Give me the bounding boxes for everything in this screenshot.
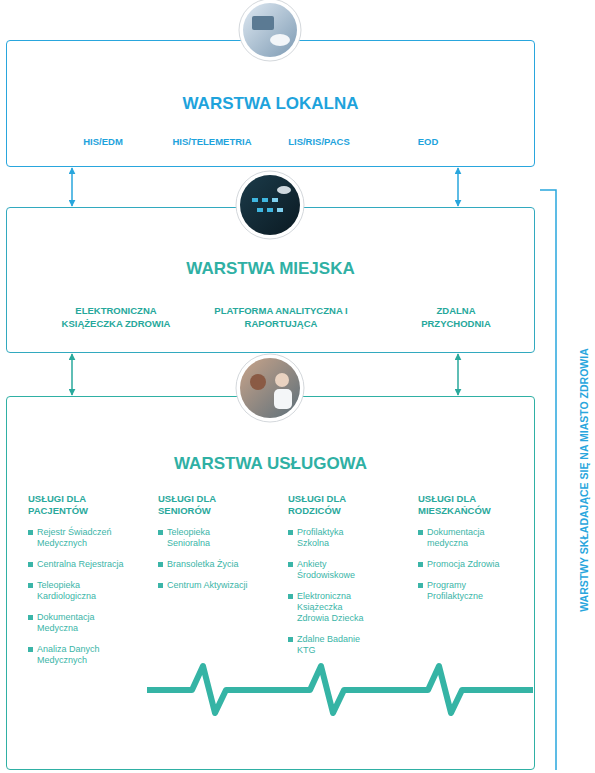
component-label: ZDALNA PRZYCHODNIA bbox=[411, 304, 501, 330]
column-header: USŁUGI DLA MIESZKAŃCÓW bbox=[418, 493, 513, 517]
layer-box: WARSTWA LOKALNA HIS/EDMHIS/TELEMETRIALIS/… bbox=[6, 40, 535, 167]
service-item: Analiza Danych Medycznych bbox=[28, 644, 126, 666]
layer-connector bbox=[71, 354, 73, 395]
layer-connector bbox=[457, 354, 459, 395]
photo-circle bbox=[239, 0, 301, 61]
service-item: Profilaktyka Szkolna bbox=[288, 527, 372, 549]
layer-connector bbox=[71, 168, 73, 206]
component-label: ELEKTRONICZNA KSIĄŻECZKA ZDROWIA bbox=[46, 304, 186, 330]
layer-title: WARSTWA USŁUGOWA bbox=[7, 453, 534, 475]
service-item: Zdalne Badanie KTG bbox=[288, 634, 372, 656]
layer-box: WARSTWA MIEJSKA ELEKTRONICZNA KSIĄŻECZKA … bbox=[6, 207, 535, 353]
service-item: Centralna Rejestracja bbox=[28, 559, 126, 570]
service-item: Bransoletka Życia bbox=[158, 559, 250, 570]
service-item: Rejestr Świadczeń Medycznych bbox=[28, 527, 126, 549]
component-label: PLATFORMA ANALITYCZNA I RAPORTUJĄCA bbox=[194, 304, 369, 330]
column-header: USŁUGI DLA PACJENTÓW bbox=[28, 493, 123, 517]
side-label: WARSTWY SKŁADAJĄCE SIĘ NA MIASTO ZDROWIA bbox=[577, 280, 591, 680]
column-header: USŁUGI DLA SENIORÓW bbox=[158, 493, 253, 517]
heartbeat-line bbox=[150, 666, 530, 713]
column-header: USŁUGI DLA RODZICÓW bbox=[288, 493, 383, 517]
service-item: Programy Profilaktyczne bbox=[418, 580, 513, 602]
bracket bbox=[540, 190, 556, 770]
layer-title: WARSTWA MIEJSKA bbox=[7, 258, 534, 280]
service-item: Elektroniczna Książeczka Zdrowia Dziecka bbox=[288, 591, 372, 624]
component-label: LIS/RIS/PACS bbox=[264, 135, 374, 148]
service-item: Promocja Zdrowia bbox=[418, 559, 513, 570]
photo-circle bbox=[236, 354, 304, 422]
service-item: Dokumentacja Medyczna bbox=[28, 612, 126, 634]
component-label: EOD bbox=[388, 135, 468, 148]
service-item: Teleopieka Senioralna bbox=[158, 527, 250, 549]
layer-box: WARSTWA USŁUGOWA USŁUGI DLA PACJENTÓW Reje… bbox=[6, 396, 535, 770]
component-label: HIS/EDM bbox=[48, 135, 158, 148]
service-item: Dokumentacja medyczna bbox=[418, 527, 513, 549]
photo-circle bbox=[236, 171, 304, 239]
layer-title: WARSTWA LOKALNA bbox=[7, 93, 534, 115]
component-label: HIS/TELEMETRIA bbox=[152, 135, 272, 148]
service-item: Teleopieka Kardiologiczna bbox=[28, 580, 126, 602]
layer-connector bbox=[457, 168, 459, 206]
service-item: Ankiety Środowiskowe bbox=[288, 559, 372, 581]
service-item: Centrum Aktywizacji bbox=[158, 580, 250, 591]
